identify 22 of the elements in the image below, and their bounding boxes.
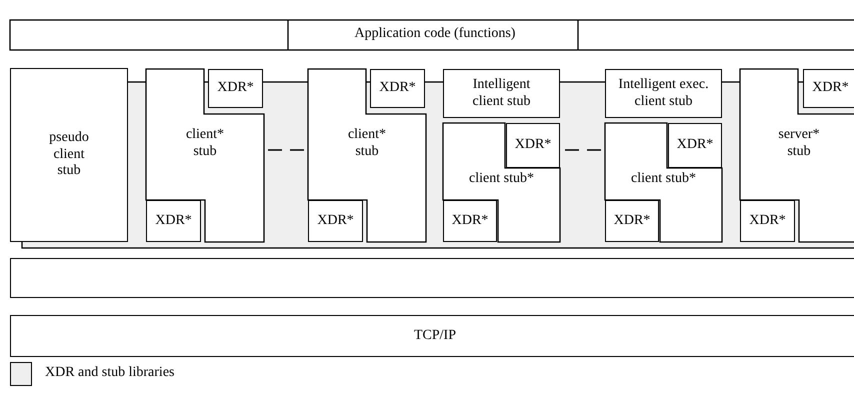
xdr-box: XDR* [803,69,854,108]
stub-label: client stub* [468,171,535,188]
xdr-box: XDR* [605,200,659,242]
stub-label: client* stub [346,127,388,161]
stub-label: client* stub [184,127,226,161]
stub-label: client stub* [630,171,697,188]
stub-label: server* stub [777,127,821,161]
layer-label: Application code (functions) [354,26,516,43]
xdr-box: XDR* [146,200,201,242]
xdr-box: XDR* [308,200,363,242]
stub-block: pseudo client stub [10,68,128,242]
xdr-box: XDR* [208,69,263,108]
legend-label: XDR and stub libraries [45,365,174,382]
layer-band [10,258,854,298]
xdr-box: XDR* [740,200,795,242]
xdr-box: XDR* [370,69,425,108]
stub-block: Intelligent client stub [443,69,560,118]
stub-block: Intelligent exec. client stub [605,69,722,118]
xdr-box: XDR* [443,200,497,242]
layer-band: TCP/IP [10,315,854,357]
xdr-box: XDR* [506,123,560,168]
xdr-box: XDR* [668,123,722,168]
